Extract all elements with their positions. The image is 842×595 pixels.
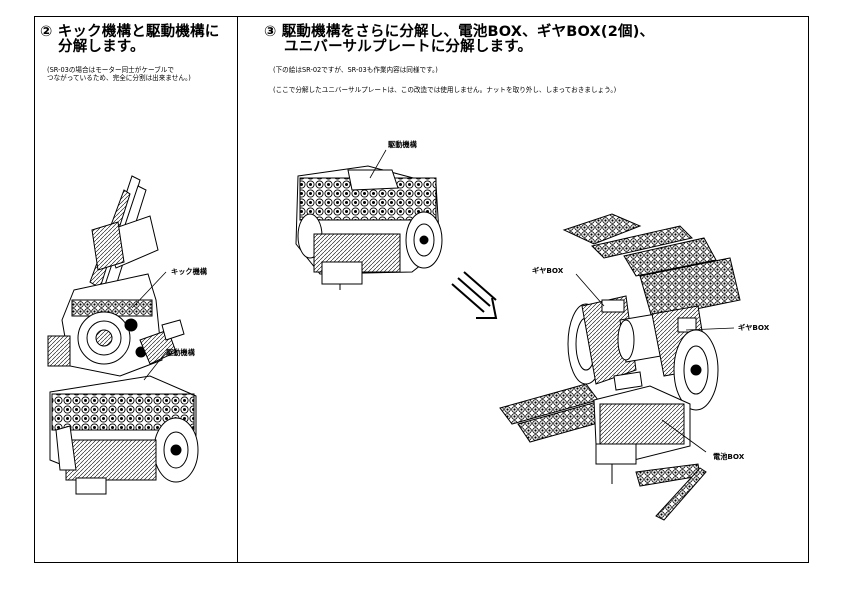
right-note-line2: (ここで分解したユニバーサルプレートは、この改造では使用しません。ナットを取り外… [273,86,617,94]
gearbox-battery-illustration [567,295,719,484]
left-note-line1: (SR-03の場合はモーター同士がケーブルで [47,66,174,74]
callout-lines [131,149,735,453]
kick-drive-robot-illustration [47,175,199,495]
right-note-line1: (下の絵はSR-02ですが、SR-03も作業内容は同様です。) [273,66,438,74]
panel-divider [237,16,238,563]
right-title-line2: ユニバーサルプレートに分解します。 [284,39,533,55]
label-kick-mechanism: キック機構 [171,267,207,276]
universal-plate-illustration [499,213,741,521]
label-drive-mechanism-left: 駆動機構 [166,348,195,357]
right-title-line1: ③ 駆動機構をさらに分解し、電池BOX、ギヤBOX(2個)、 [264,24,655,40]
left-title-line1: ② キック機構と駆動機構に [40,24,220,40]
label-drive-mechanism-right: 駆動機構 [388,140,417,149]
label-gearbox-left: ギヤBOX [532,266,564,275]
label-battery-box: 電池BOX [713,452,745,461]
disassembly-arrow-icon [451,271,498,319]
label-gearbox-right: ギヤBOX [738,323,770,332]
page-frame [34,16,809,563]
left-title-line2: 分解します。 [58,39,145,55]
left-note-line2: つながっているため、完全に分割は出来ません。) [47,74,191,82]
drive-unit-illustration [295,165,443,290]
